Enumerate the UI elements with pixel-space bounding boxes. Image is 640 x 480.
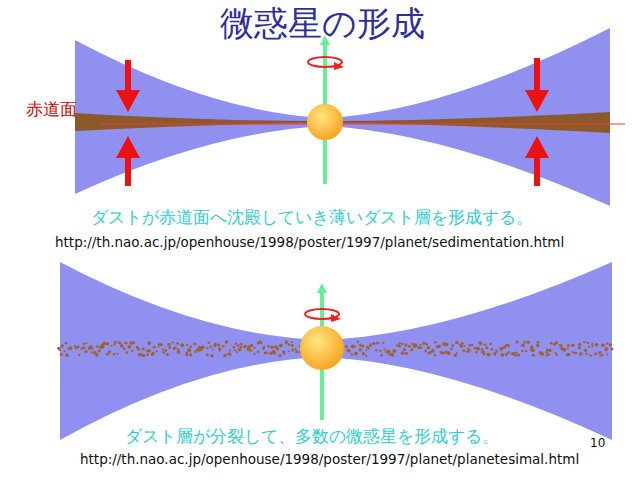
slide-title: 微惑星の形成 [220, 4, 425, 43]
source-url: http://th.nao.ac.jp/openhouse/1998/poste… [80, 452, 579, 468]
star [300, 326, 344, 370]
caption: ダストが赤道面へ沈殿していき薄いダスト層を形成する。 [91, 208, 533, 228]
caption: ダスト層が分裂して、多数の微惑星を形成する。 [125, 427, 499, 447]
source-url: http://th.nao.ac.jp/openhouse/1998/poste… [55, 235, 564, 251]
star [307, 104, 343, 140]
equator-label: 赤道面 [26, 100, 77, 120]
rotation-head [334, 62, 344, 70]
page-number: 10 [590, 437, 605, 451]
gas-disk [75, 28, 610, 206]
equator-line [100, 124, 625, 125]
gas-disk [60, 262, 612, 440]
settling-arrows [116, 58, 549, 186]
rotation-head [331, 314, 341, 322]
